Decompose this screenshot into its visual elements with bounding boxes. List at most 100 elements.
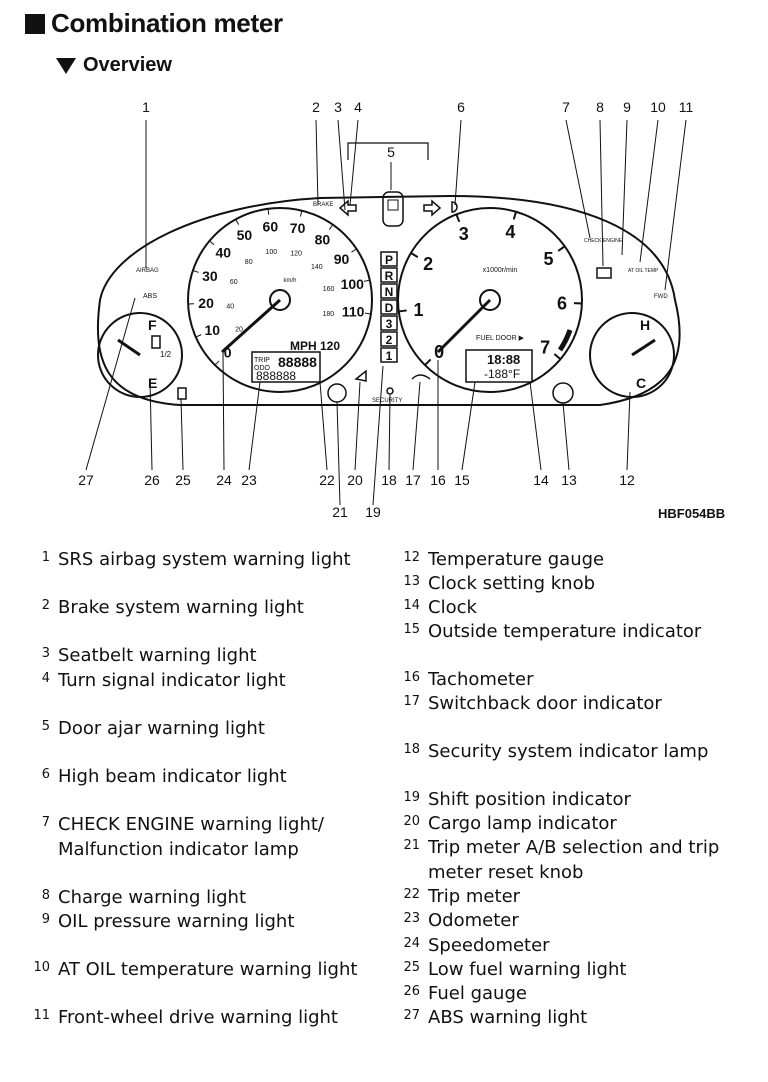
callout-9: 9 (623, 99, 631, 115)
leader-24 (222, 351, 225, 471)
legend-item: Malfunction indicator lamp (22, 838, 299, 862)
leader-26 (149, 379, 153, 471)
legend-number: 27 (403, 1008, 420, 1023)
speedometer-tick (267, 208, 270, 215)
legend-item: 10 AT OIL temperature warning light (22, 958, 357, 982)
legend-label: Outside temperature indicator (428, 621, 702, 642)
leader-22 (319, 381, 328, 471)
speedometer-tick (195, 334, 202, 338)
leader-7 (565, 119, 591, 239)
callout-leader-lines (85, 119, 687, 506)
odometer-lower-display: 888888 (256, 369, 296, 383)
legend-number: 3 (41, 646, 50, 661)
speedometer-tick (364, 312, 372, 315)
fuel-gauge-empty: E (148, 375, 157, 391)
legend-label: Speedometer (428, 935, 550, 956)
callout-2: 2 (312, 99, 320, 115)
check-engine-label: CHECK ENGINE (584, 238, 623, 244)
callout-13: 13 (561, 472, 577, 488)
legend-number: 16 (403, 670, 420, 685)
leader-25 (180, 398, 184, 471)
legend-number: 1 (41, 550, 50, 565)
speedometer-tick (209, 240, 215, 246)
legend-item: 23 Odometer (392, 909, 519, 933)
callout-5: 5 (387, 144, 395, 160)
callout-6: 6 (457, 99, 465, 115)
legend-number: 5 (41, 719, 50, 734)
kmh-tick-label: 120 (290, 251, 302, 258)
legend-label: CHECK ENGINE warning light/ (58, 814, 324, 835)
speedometer-tick (328, 224, 334, 230)
trip-label: TRIP (254, 357, 270, 364)
legend-label: Front-wheel drive warning light (58, 1007, 338, 1028)
odometer-display: 88888 (278, 354, 317, 370)
kmh-tick-label: 160 (323, 286, 335, 293)
speedometer-unit: MPH 120 (290, 339, 340, 353)
tachometer-tick (557, 245, 566, 252)
speedometer-tick (214, 360, 220, 366)
callout-8: 8 (596, 99, 604, 115)
leader-21 (336, 401, 341, 506)
leader-20 (354, 381, 361, 471)
callout-14: 14 (533, 472, 549, 488)
legend-number: 15 (403, 622, 420, 637)
tachometer-tick-label: 5 (543, 249, 553, 269)
kmh-tick-label: 140 (311, 264, 323, 271)
legend-number: 9 (41, 912, 50, 927)
callout-15: 15 (454, 472, 470, 488)
legend-label: Switchback door indicator (428, 693, 662, 714)
speedometer-tick (299, 210, 303, 217)
speedometer-tick-label: 110 (342, 303, 365, 319)
fuel-door-label: FUEL DOOR ▶ (476, 335, 525, 342)
subtitle-text: Overview (83, 54, 172, 76)
kmh-tick-label: 100 (265, 249, 277, 256)
odo-label: ODO (254, 365, 271, 372)
shift-position-P: P (385, 253, 393, 267)
legend-number: 6 (41, 767, 50, 782)
leader-8 (599, 119, 604, 267)
tachometer-tick (398, 309, 407, 313)
callout-3: 3 (334, 99, 342, 115)
legend-label: meter reset knob (428, 862, 584, 883)
speedometer-tick-label: 20 (198, 295, 214, 311)
kmh-tick-label: 40 (226, 303, 234, 310)
legend-number: 26 (403, 984, 420, 999)
legend-item: meter reset knob (392, 861, 583, 885)
speedometer-tick-label: 0 (224, 344, 232, 360)
legend-label: Odometer (428, 910, 519, 931)
legend-label: Shift position indicator (428, 789, 631, 810)
callout-21: 21 (332, 504, 348, 520)
speedometer-tick-label: 30 (202, 268, 218, 284)
legend-label: Fuel gauge (428, 983, 527, 1004)
legend-number: 4 (41, 671, 50, 686)
callout-19: 19 (365, 504, 381, 520)
tachometer-tick (553, 353, 562, 360)
legend-number: 10 (33, 960, 50, 975)
legend-number: 22 (403, 887, 420, 902)
leader-4 (349, 119, 359, 206)
legend-label: Door ajar warning light (58, 718, 265, 739)
legend-label: Trip meter (428, 886, 521, 907)
legend-label: AT OIL temperature warning light (58, 959, 358, 980)
airbag-label: AIRBAG (136, 268, 159, 274)
speedometer-tick (235, 219, 240, 225)
callout-7: 7 (562, 99, 570, 115)
leader-6 (454, 119, 462, 206)
section-subtitle: Overview (56, 54, 172, 77)
triangle-down-icon (56, 57, 76, 74)
leader-18 (388, 394, 391, 471)
legend-number: 23 (403, 911, 420, 926)
tachometer-tick-label: 3 (459, 224, 469, 244)
